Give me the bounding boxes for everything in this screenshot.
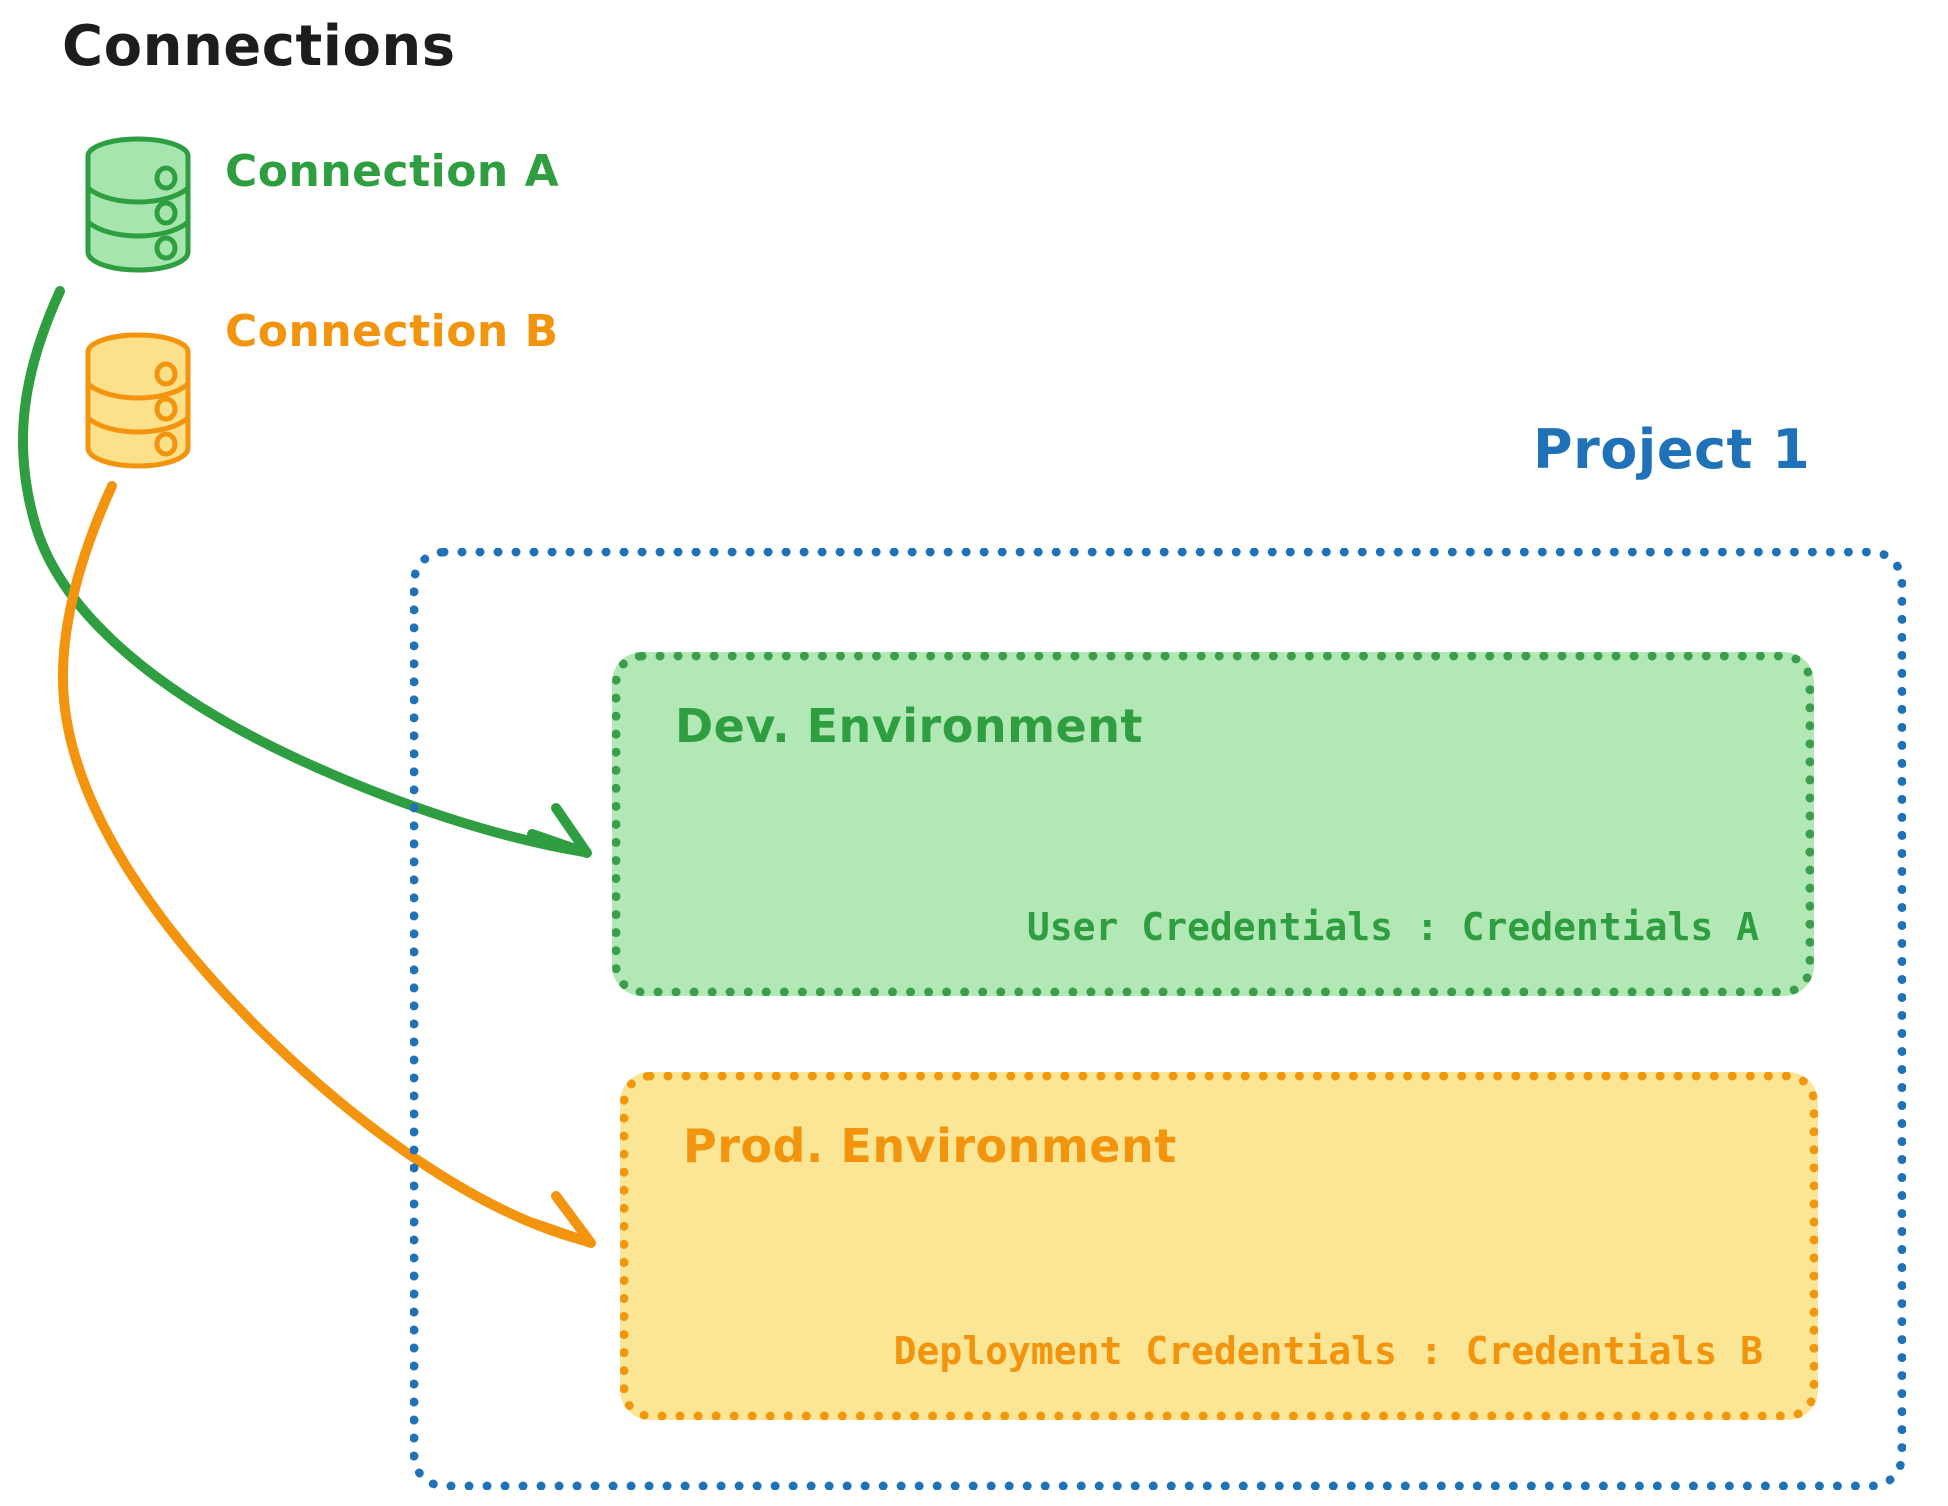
dev-environment-title: Dev. Environment: [675, 699, 1143, 753]
prod-environment-box: Prod. Environment Deployment Credentials…: [620, 1072, 1818, 1420]
connections-panel-title: Connections: [62, 14, 456, 79]
connection-a-to-dev-arrow: [18, 286, 592, 858]
database-icon: [85, 136, 191, 273]
project-label: Project 1: [1533, 418, 1811, 481]
dev-environment-box: Dev. Environment User Credentials : Cred…: [612, 652, 1814, 996]
project-boundary: [410, 548, 1906, 1490]
connection-a-label: Connection A: [225, 146, 560, 197]
dev-environment-credentials: User Credentials : Credentials A: [1026, 905, 1759, 949]
connection-b-to-prod-arrow: [57, 481, 596, 1248]
prod-environment-title: Prod. Environment: [683, 1119, 1177, 1173]
connection-b-label: Connection B: [225, 306, 559, 357]
database-icon: [85, 332, 191, 469]
prod-environment-credentials: Deployment Credentials : Credentials B: [893, 1329, 1763, 1373]
